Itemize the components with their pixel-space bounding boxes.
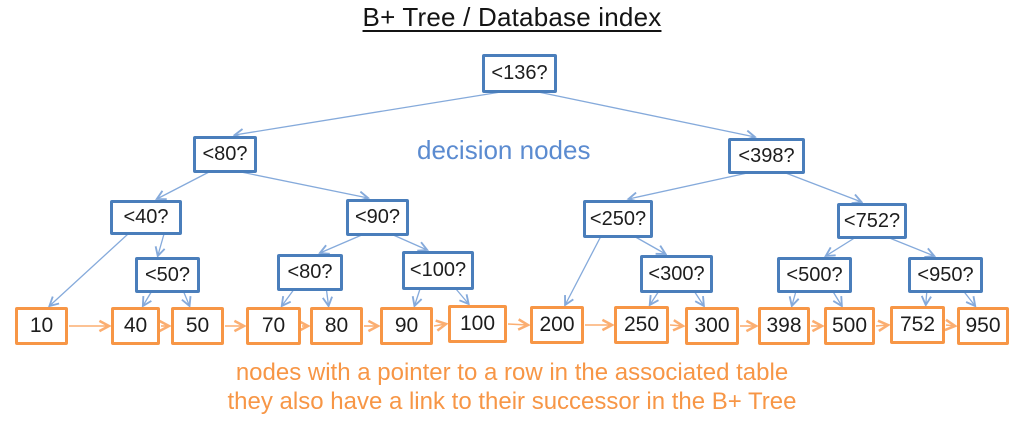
edge-n90-n100 (392, 234, 427, 250)
edge-n950-l752 (926, 291, 927, 305)
leaf-link-l500-l752 (875, 325, 888, 326)
edge-n50-l40 (143, 291, 151, 306)
decision-node-n80b: <80? (277, 254, 343, 291)
leaf-node-l10: 10 (15, 307, 68, 345)
leaf-annotation-line2: they also have a link to their successor… (227, 388, 797, 415)
decision-node-n250: <250? (583, 200, 653, 238)
leaf-node-l80: 80 (310, 307, 363, 345)
decision-nodes-annotation: decision nodes (417, 135, 591, 165)
decision-node-n752: <752? (837, 203, 907, 239)
decision-node-n40: <40? (110, 200, 182, 235)
leaf-node-l250: 250 (614, 306, 669, 344)
edge-n300-l250 (650, 291, 659, 305)
decision-node-n90: <90? (346, 199, 409, 236)
edge-n40-l10 (49, 233, 129, 306)
edge-n80b-l80 (327, 289, 329, 306)
edge-n136-n398 (538, 91, 755, 137)
leaf-link-l752-l950 (946, 325, 955, 326)
leaf-node-l300: 300 (685, 307, 739, 345)
edge-n90-n80b (320, 234, 363, 253)
decision-node-n398: <398? (728, 138, 805, 174)
edge-n398-n250 (629, 172, 748, 199)
leaf-node-l200: 200 (530, 306, 584, 344)
leaf-node-l950: 950 (957, 307, 1009, 345)
edge-n398-n752 (785, 172, 862, 202)
leaf-link-l250-l300 (669, 325, 683, 326)
decision-node-n100: <100? (402, 251, 474, 290)
edge-n80a-n90 (240, 171, 368, 198)
leaf-node-l100: 100 (448, 305, 507, 343)
leaf-link-l100-l200 (507, 324, 528, 325)
edge-n80a-n40 (157, 171, 210, 199)
leaf-link-l90-l100 (433, 324, 446, 326)
edge-n40-n50 (158, 233, 164, 256)
edge-n752-n500 (826, 237, 855, 256)
diagram-title: B+ Tree / Database index (362, 2, 662, 32)
edge-n300-l300 (694, 291, 704, 306)
edge-n80b-l70 (282, 289, 295, 306)
edge-n50-l50 (184, 291, 190, 306)
edge-n250-n300 (635, 236, 666, 254)
edge-n752-n950 (889, 237, 935, 256)
leaf-node-l50: 50 (171, 307, 224, 345)
leaf-annotation-line1: nodes with a pointer to a row in the ass… (235, 359, 789, 386)
edge-n500-l398 (792, 291, 796, 306)
decision-node-n950: <950? (908, 257, 983, 293)
leaf-node-l90: 90 (380, 307, 433, 345)
edge-n100-l90 (414, 288, 420, 306)
decision-node-n50: <50? (135, 257, 200, 293)
decision-node-n500: <500? (777, 257, 852, 293)
edge-n950-l950 (963, 291, 975, 306)
decision-node-n300: <300? (640, 255, 713, 293)
decision-node-n136: <136? (482, 54, 557, 93)
leaf-node-l500: 500 (824, 307, 875, 345)
edge-n500-l500 (832, 291, 842, 306)
edge-n136-n80a (235, 91, 501, 135)
leaf-nodes-annotation: nodes with a pointer to a row in the ass… (0, 358, 1024, 416)
edge-n100-l100 (455, 288, 469, 304)
leaf-node-l40: 40 (111, 307, 160, 345)
leaf-node-l70: 70 (246, 307, 301, 345)
leaf-node-l752: 752 (890, 306, 945, 344)
decision-node-n80a: <80? (193, 136, 257, 173)
leaf-node-l398: 398 (758, 307, 810, 345)
edge-n250-l200 (565, 236, 602, 305)
